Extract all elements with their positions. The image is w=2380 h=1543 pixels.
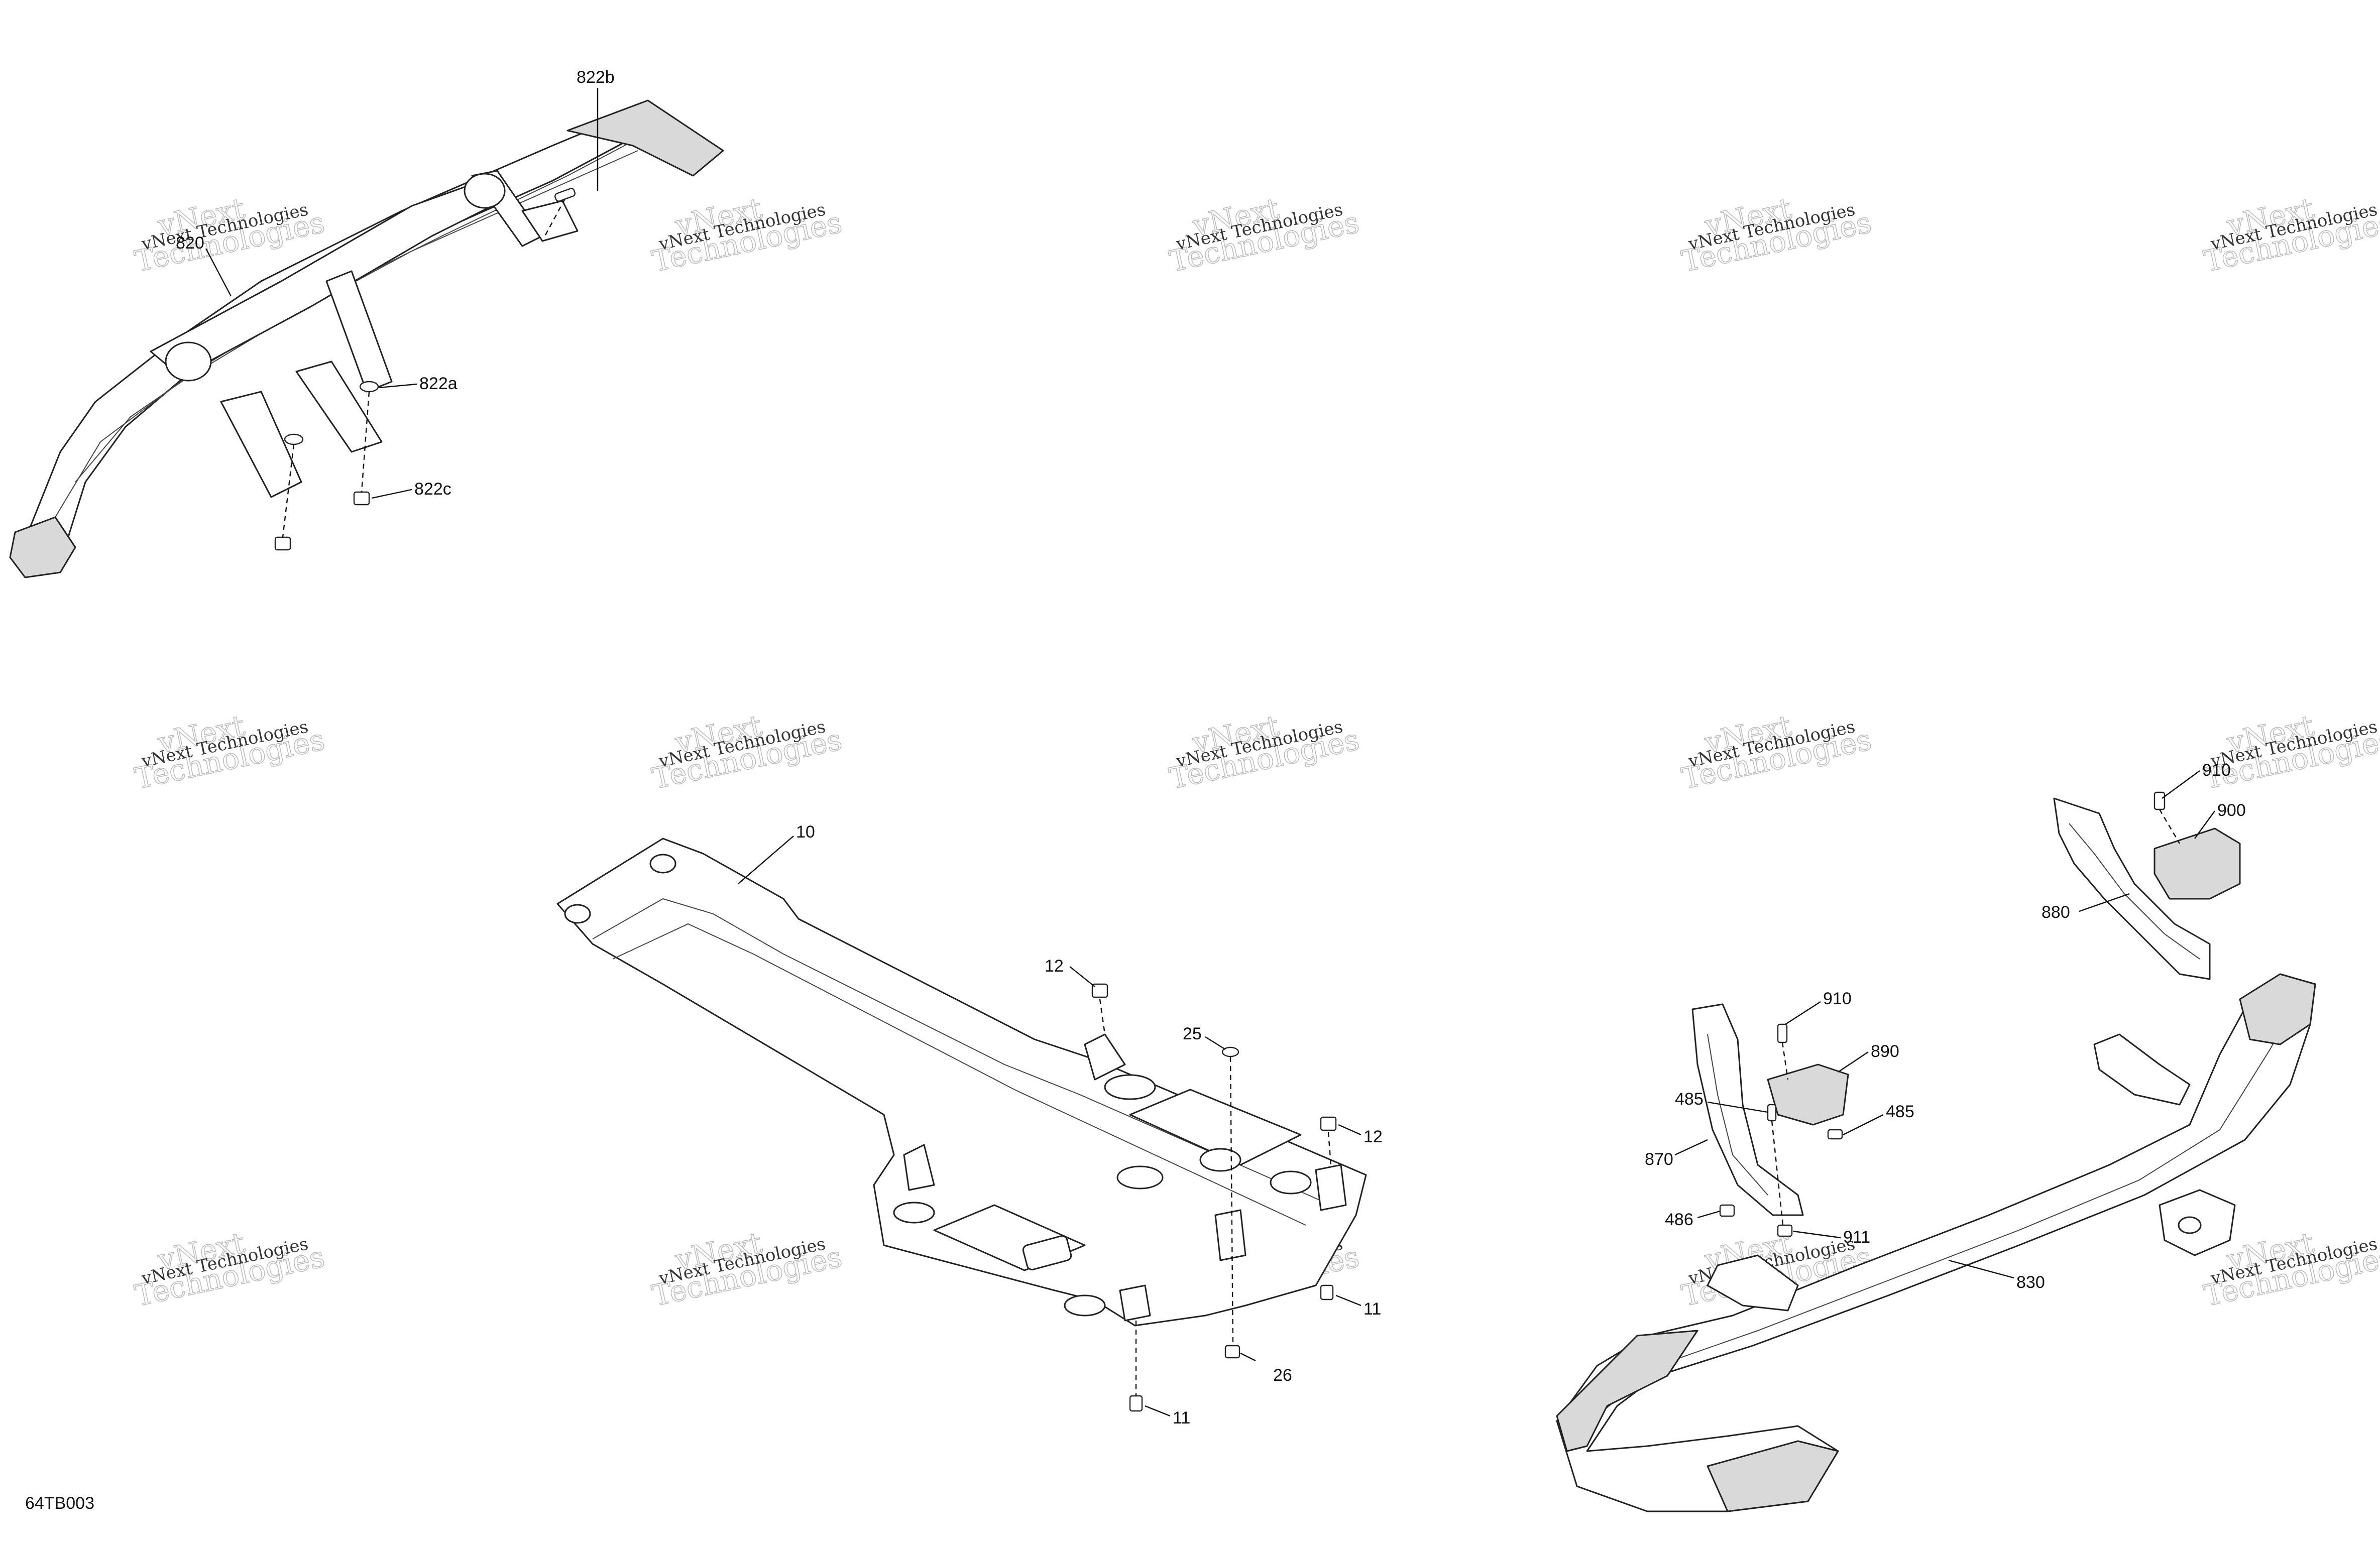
tube-joint (464, 173, 506, 209)
callout-910: 910 (1823, 989, 1852, 1008)
watermark: vNext Technologies vNext Technologies (649, 708, 845, 796)
screw-910 (1777, 1023, 1788, 1043)
bolt-485 (1827, 1129, 1843, 1140)
bolt-11 (1129, 1395, 1143, 1412)
bolt-485 (1767, 1104, 1777, 1122)
callout-890: 890 (1871, 1042, 1899, 1061)
step-end-cap (1707, 1440, 1839, 1512)
skid-corner-hole (564, 904, 591, 924)
skid-hole (1270, 1170, 1312, 1195)
cover-890 (1767, 1063, 1849, 1126)
watermark: vNext Technologies vNext Technologies (1166, 708, 1363, 796)
mount-bracket (295, 361, 383, 453)
skid-hole (893, 1202, 935, 1224)
watermark: vNext Technologies vNext Technologies (132, 708, 328, 796)
skid-hole (1199, 1148, 1241, 1172)
screw-910 (2154, 791, 2166, 810)
watermark: vNext Technologies vNext Technologies (1678, 191, 1875, 279)
skid-mount-post (1315, 1164, 1347, 1211)
skid-plate-assembly: 10 12 12 25 11 26 11 (556, 822, 1383, 1428)
callout-820: 820 (176, 233, 204, 253)
skid-mount-post (903, 1144, 935, 1191)
watermark: vNext Technologies vNext Technologies (1166, 191, 1363, 279)
mount-bracket (220, 391, 302, 498)
nut-486 (1719, 1204, 1735, 1217)
skid-slot (1022, 1235, 1072, 1271)
step-end-cap (1556, 1330, 1698, 1452)
rear-bumper-brace (325, 270, 393, 393)
bolt (284, 433, 304, 445)
skid-corner-hole (649, 854, 676, 874)
step-front-bracket (1707, 1254, 1799, 1312)
callout-880: 880 (2042, 903, 2070, 922)
callout-486: 486 (1665, 1210, 1693, 1229)
callout-12: 12 (1045, 957, 1064, 976)
callout-11: 11 (1364, 1299, 1381, 1319)
mount-bracket (521, 200, 579, 242)
skid-plate (556, 838, 1367, 1327)
rear-bumper-assembly: 820 822b 822a 822c (9, 68, 724, 578)
bolt-11 (1320, 1284, 1334, 1300)
rivet-25 (1221, 1046, 1239, 1057)
bracket-870 (1691, 1003, 1804, 1216)
side-step-assembly: 910 900 880 910 890 485 485 870 486 911 … (1556, 761, 2316, 1512)
cover-900 (2154, 827, 2241, 900)
rear-bumper-end-cap (9, 516, 76, 578)
step-mount-hole (2178, 1216, 2202, 1234)
skid-hole (1116, 1165, 1164, 1190)
nut-12 (1091, 983, 1108, 998)
skid-hole (1064, 1294, 1106, 1317)
callout-830: 830 (2016, 1273, 2045, 1292)
figure-id: 64TB003 (25, 1494, 94, 1513)
step-rear-bracket (2093, 1033, 2191, 1106)
watermark: vNext Technologies vNext Technologies (1678, 708, 1875, 796)
watermark: vNext Technologies vNext Technologies (649, 191, 845, 279)
callout-822b: 822b (577, 68, 615, 87)
nut-12 (1320, 1116, 1337, 1131)
bolt-822a (359, 381, 379, 393)
bracket-880 (2053, 797, 2211, 980)
watermark: vNext Technologies vNext Technologies (649, 1225, 845, 1313)
callout-911: 911 (1843, 1228, 1870, 1247)
skid-pad (1129, 1089, 1302, 1166)
callout-900: 900 (2217, 801, 2246, 820)
step-end-cap (2239, 973, 2316, 1045)
watermark: vNext Technologies vNext Technologies (132, 191, 328, 279)
callout-485: 485 (1886, 1102, 1914, 1121)
nut-911 (1777, 1224, 1793, 1237)
skid-mount-post (1084, 1033, 1126, 1081)
callout-11: 11 (1173, 1408, 1190, 1428)
callout-12: 12 (1364, 1127, 1383, 1146)
callout-10: 10 (796, 822, 815, 842)
nut (274, 536, 291, 551)
nut-26 (1224, 1345, 1240, 1359)
skid-mount-post (1214, 1209, 1246, 1261)
skid-hole (1104, 1074, 1156, 1100)
rear-bumper-end-cap (566, 99, 724, 177)
skid-mount-post (1119, 1284, 1151, 1322)
tube-joint (165, 341, 212, 382)
callout-485: 485 (1675, 1090, 1704, 1109)
watermark: vNext Technologies vNext Technologies (2201, 708, 2380, 796)
nut-822c (353, 491, 370, 506)
watermark: vNext Technologies vNext Technologies (2201, 191, 2380, 279)
callout-26: 26 (1273, 1366, 1292, 1385)
callout-25: 25 (1183, 1024, 1202, 1043)
callout-870: 870 (1645, 1150, 1673, 1169)
callout-910: 910 (2202, 761, 2231, 780)
callout-822c: 822c (414, 480, 451, 499)
bolt-822b (554, 188, 576, 202)
callout-822a: 822a (419, 374, 458, 393)
watermark: vNext Technologies vNext Technologies (132, 1225, 328, 1313)
